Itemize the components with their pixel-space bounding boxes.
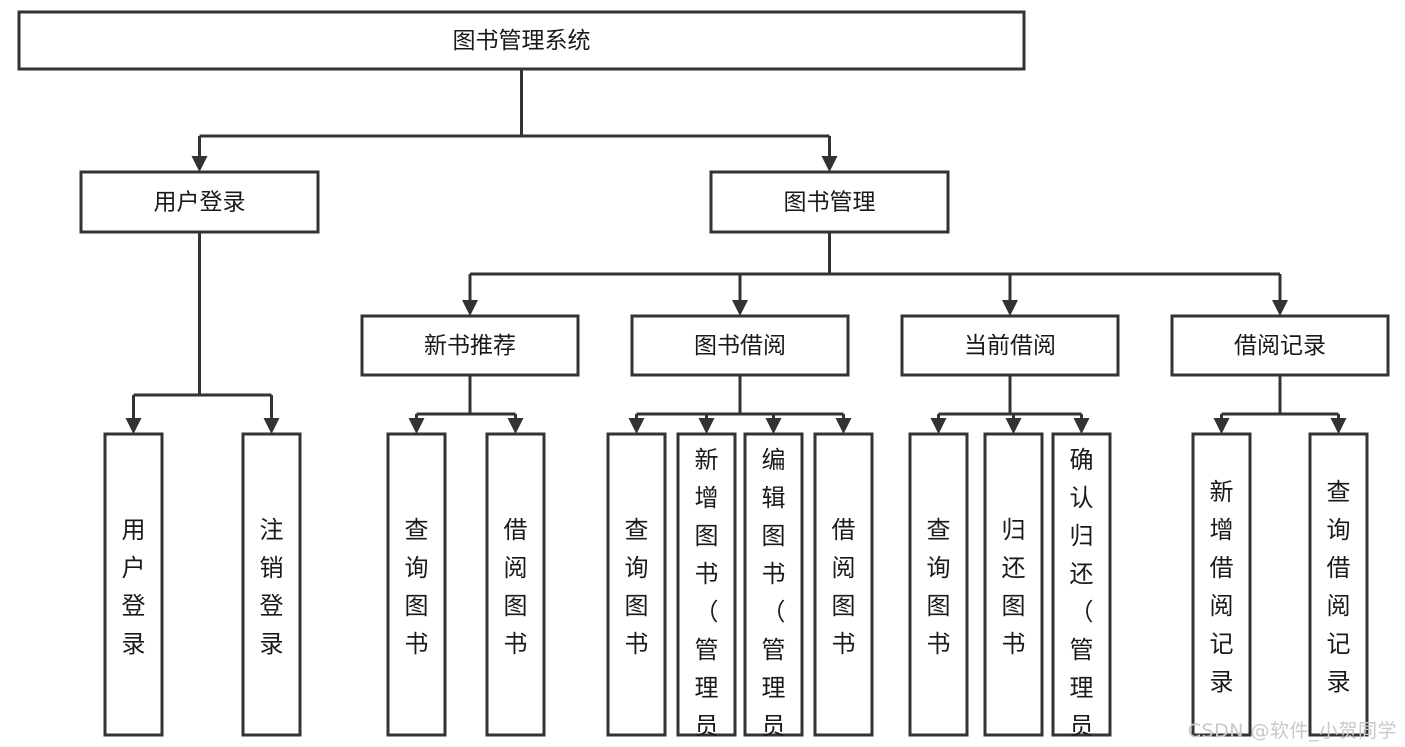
node-leaf-query-borrow-record[interactable]: 查询借阅记录 bbox=[1308, 432, 1369, 737]
node-new-book-recommend[interactable]: 新书推荐 bbox=[360, 314, 580, 377]
node-label: 新书推荐 bbox=[424, 333, 516, 359]
node-label: 新增图书（管理员） bbox=[695, 446, 719, 747]
node-label: 注销登录 bbox=[260, 516, 284, 658]
node-leaf-query-book-rec[interactable]: 查询图书 bbox=[386, 432, 447, 737]
node-boxes: 图书管理系统用户登录图书管理新书推荐图书借阅当前借阅借阅记录用户登录注销登录查询… bbox=[17, 10, 1390, 747]
arrow-head-icon bbox=[125, 418, 142, 434]
node-leaf-borrow-book-rec[interactable]: 借阅图书 bbox=[485, 432, 546, 737]
arrow-head-icon bbox=[1005, 418, 1022, 434]
node-label: 查询借阅记录 bbox=[1327, 478, 1351, 696]
watermark-label: CSDN @软件_小贺同学 bbox=[1187, 720, 1397, 742]
node-leaf-user-login[interactable]: 用户登录 bbox=[103, 432, 164, 737]
node-borrow-record[interactable]: 借阅记录 bbox=[1170, 314, 1390, 377]
arrow-head-icon bbox=[1073, 418, 1090, 434]
arrow-head-icon bbox=[732, 300, 748, 316]
arrow-head-icon bbox=[1213, 418, 1230, 434]
node-book-borrow[interactable]: 图书借阅 bbox=[630, 314, 850, 377]
node-leaf-borrow-book-bor[interactable]: 借阅图书 bbox=[813, 432, 874, 737]
arrow-head-icon bbox=[507, 418, 524, 434]
node-label: 归还图书 bbox=[1002, 516, 1026, 658]
node-current-borrow[interactable]: 当前借阅 bbox=[900, 314, 1120, 377]
arrow-head-icon bbox=[1330, 418, 1347, 434]
node-label: 图书借阅 bbox=[694, 333, 786, 359]
node-label: 查询图书 bbox=[927, 516, 951, 658]
node-leaf-query-book-bor[interactable]: 查询图书 bbox=[606, 432, 667, 737]
arrow-head-icon bbox=[765, 418, 782, 434]
arrow-head-icon bbox=[821, 156, 838, 172]
arrow-head-icon bbox=[191, 156, 208, 172]
arrow-head-icon bbox=[1272, 300, 1288, 316]
arrow-head-icon bbox=[408, 418, 425, 434]
arrow-head-icon bbox=[698, 418, 715, 434]
node-label: 用户登录 bbox=[122, 516, 146, 658]
node-leaf-add-borrow-record[interactable]: 新增借阅记录 bbox=[1191, 432, 1252, 737]
arrow-head-icon bbox=[263, 418, 280, 434]
node-leaf-add-book-admin[interactable]: 新增图书（管理员） bbox=[676, 432, 737, 747]
node-label: 图书管理系统 bbox=[453, 28, 591, 54]
node-leaf-confirm-return-admin[interactable]: 确认归还（管理员） bbox=[1051, 432, 1112, 747]
node-label: 编辑图书（管理员） bbox=[762, 446, 786, 747]
arrow-head-icon bbox=[462, 300, 478, 316]
node-label: 借阅图书 bbox=[504, 516, 528, 658]
node-label: 借阅记录 bbox=[1234, 333, 1326, 359]
node-label: 当前借阅 bbox=[964, 333, 1056, 359]
node-label: 图书管理 bbox=[784, 190, 876, 216]
node-leaf-edit-book-admin[interactable]: 编辑图书（管理员） bbox=[743, 432, 804, 747]
node-leaf-return-book[interactable]: 归还图书 bbox=[983, 432, 1044, 737]
arrow-head-icon bbox=[835, 418, 852, 434]
connector-lines bbox=[125, 69, 1347, 434]
node-label: 新增借阅记录 bbox=[1210, 478, 1234, 696]
node-label: 用户登录 bbox=[154, 190, 246, 216]
node-label: 确认归还（管理员） bbox=[1070, 446, 1094, 747]
node-label: 查询图书 bbox=[405, 516, 429, 658]
node-leaf-logout-login[interactable]: 注销登录 bbox=[241, 432, 302, 737]
node-label: 查询图书 bbox=[625, 516, 649, 658]
node-leaf-query-book-cur[interactable]: 查询图书 bbox=[908, 432, 969, 737]
arrow-head-icon bbox=[628, 418, 645, 434]
node-root-system[interactable]: 图书管理系统 bbox=[17, 10, 1026, 71]
arrow-head-icon bbox=[930, 418, 947, 434]
node-user-login[interactable]: 用户登录 bbox=[79, 170, 320, 234]
arrow-head-icon bbox=[1002, 300, 1018, 316]
node-label: 借阅图书 bbox=[832, 516, 856, 658]
node-book-manage[interactable]: 图书管理 bbox=[709, 170, 950, 234]
